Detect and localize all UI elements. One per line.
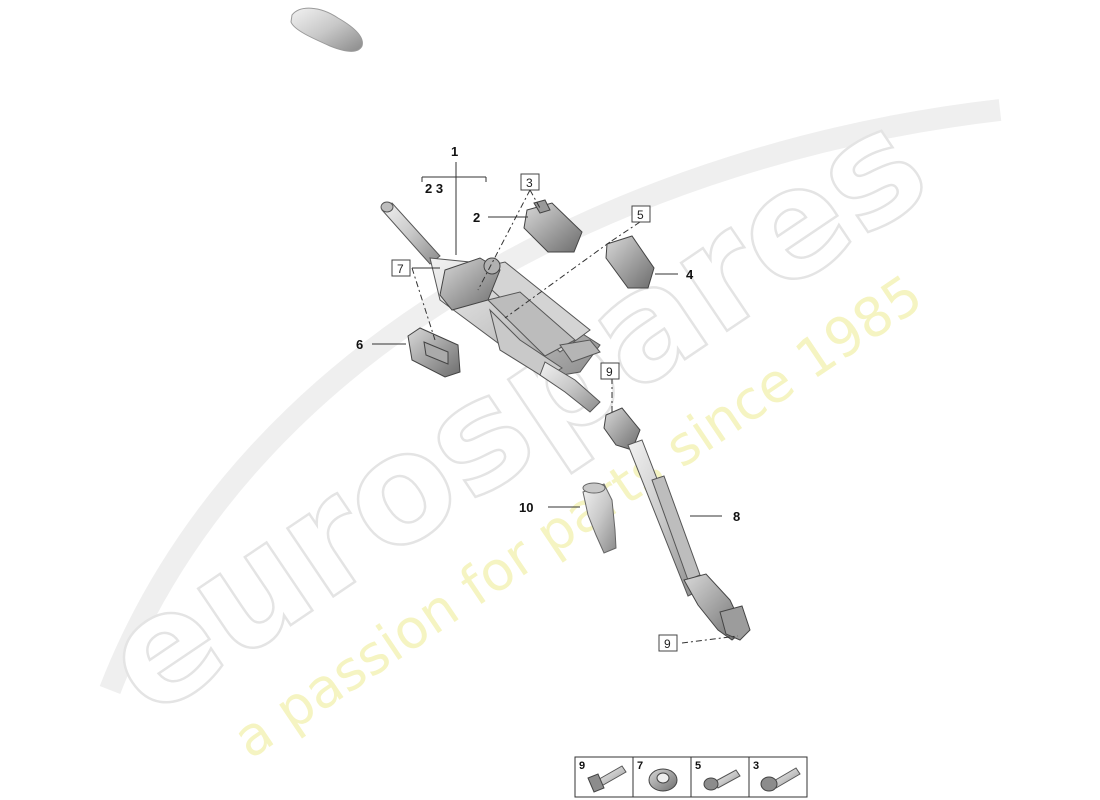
- part-8-intermediate-shaft: [603, 407, 751, 641]
- callout-6: 6: [356, 337, 363, 352]
- callout-5-label: 5: [637, 208, 644, 222]
- dash-leaders: [411, 189, 739, 644]
- part-6-module: [407, 327, 461, 378]
- callout-9-top-label: 9: [606, 365, 613, 379]
- table-cell-2-label: 7: [637, 760, 643, 772]
- callout-5-box: [631, 205, 651, 223]
- table-cell-4-label: 3: [753, 760, 759, 772]
- callout-9-box-top: [600, 362, 620, 380]
- callout-8: 8: [733, 509, 740, 524]
- part-4-module: [605, 235, 655, 289]
- callout-3-label: 3: [526, 176, 533, 190]
- table-cell-3-label: 5: [695, 760, 701, 772]
- callout-3-box: [520, 173, 540, 191]
- callout-1: 1: [451, 144, 458, 159]
- callout-7-label: 7: [397, 262, 404, 276]
- steering-column-assembly: [380, 201, 601, 413]
- flange-nut-icon: [648, 768, 678, 792]
- table-cell-1-label: 9: [579, 760, 585, 772]
- car-icon: [290, 7, 363, 52]
- callout-9-bottom-label: 9: [664, 637, 671, 651]
- hex-flange-bolt-icon: [587, 765, 627, 793]
- torx-screw-icon: [703, 769, 741, 791]
- callout-4: 4: [686, 267, 694, 282]
- callout-7-box: [391, 259, 411, 277]
- part-2-module: [523, 199, 583, 253]
- callout-2: 2: [473, 210, 480, 225]
- callout-10: 10: [519, 500, 533, 515]
- callouts: 1 2 3 2 3 5 4 7 6 9 8 10 9: [356, 144, 740, 652]
- watermark-brand: eurospares: [73, 75, 957, 750]
- callout-9-box-bottom: [658, 634, 678, 652]
- fastener-table: 9 7 5 3: [574, 756, 808, 798]
- leader-lines: [372, 162, 722, 517]
- callout-2-3-group: 2 3: [425, 181, 443, 196]
- torx-screw-icon-2: [760, 767, 801, 792]
- part-10-boot: [582, 482, 617, 554]
